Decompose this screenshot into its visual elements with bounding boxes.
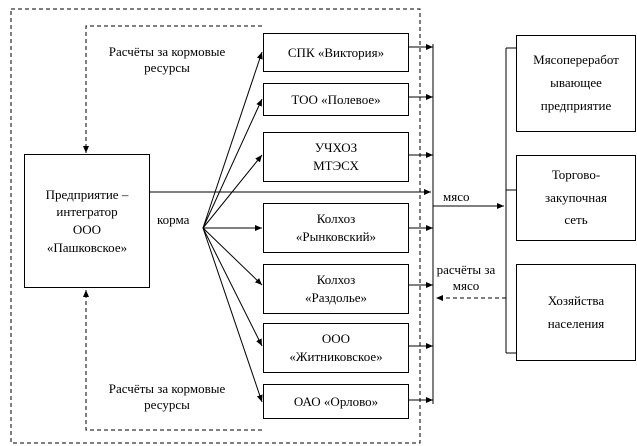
feed-arrow-2	[202, 98, 263, 229]
outer-dashed-boundary	[10, 8, 421, 444]
feed-settlements-top-label: Расчёты за кормовые ресурсы	[108, 44, 226, 76]
farm-box-rynkovsky: Колхоз «Рынковский»	[263, 203, 409, 253]
farm-box-orlovo: ОАО «Орлово»	[263, 384, 409, 419]
farm-output-arrows	[409, 44, 434, 404]
farm-box-viktoriya: СПК «Виктория»	[263, 33, 409, 72]
feed-arrow-7	[202, 227, 263, 403]
meat-label: мясо	[443, 189, 470, 204]
integrator-label: Предприятие – интегратор ООО «Пашковское…	[45, 186, 129, 255]
feed-settlements-top-loop	[83, 25, 262, 153]
farm-box-zhitnikovskoe: ООО «Житниковское»	[263, 323, 409, 373]
buyer-box-meat-processing: Мясопереработ ывающее предприятие	[516, 35, 636, 132]
feed-arrow-5	[202, 227, 263, 286]
feed-arrow-6	[202, 227, 263, 347]
feed-arrows	[202, 51, 263, 403]
feed-arrow-1	[202, 51, 263, 229]
feed-label: корма	[157, 212, 190, 227]
farm-box-uchkhoz: УЧХОЗ МТЭСХ	[263, 132, 409, 182]
meat-settlements-label: расчёты за мясо	[436, 262, 496, 294]
feed-settlements-bottom-loop	[83, 290, 262, 431]
feed-settlements-bottom-label: Расчёты за кормовые ресурсы	[108, 381, 226, 413]
integrator-box: Предприятие – интегратор ООО «Пашковское…	[24, 154, 150, 288]
farm-box-polevoe: ТОО «Полевое»	[263, 83, 409, 116]
buyer-box-trade-network: Торгово- закупочная сеть	[516, 155, 636, 241]
buyer-box-households: Хозяйства населения	[516, 264, 636, 361]
farm-box-razdolye: Колхоз «Раздолье»	[263, 264, 409, 314]
